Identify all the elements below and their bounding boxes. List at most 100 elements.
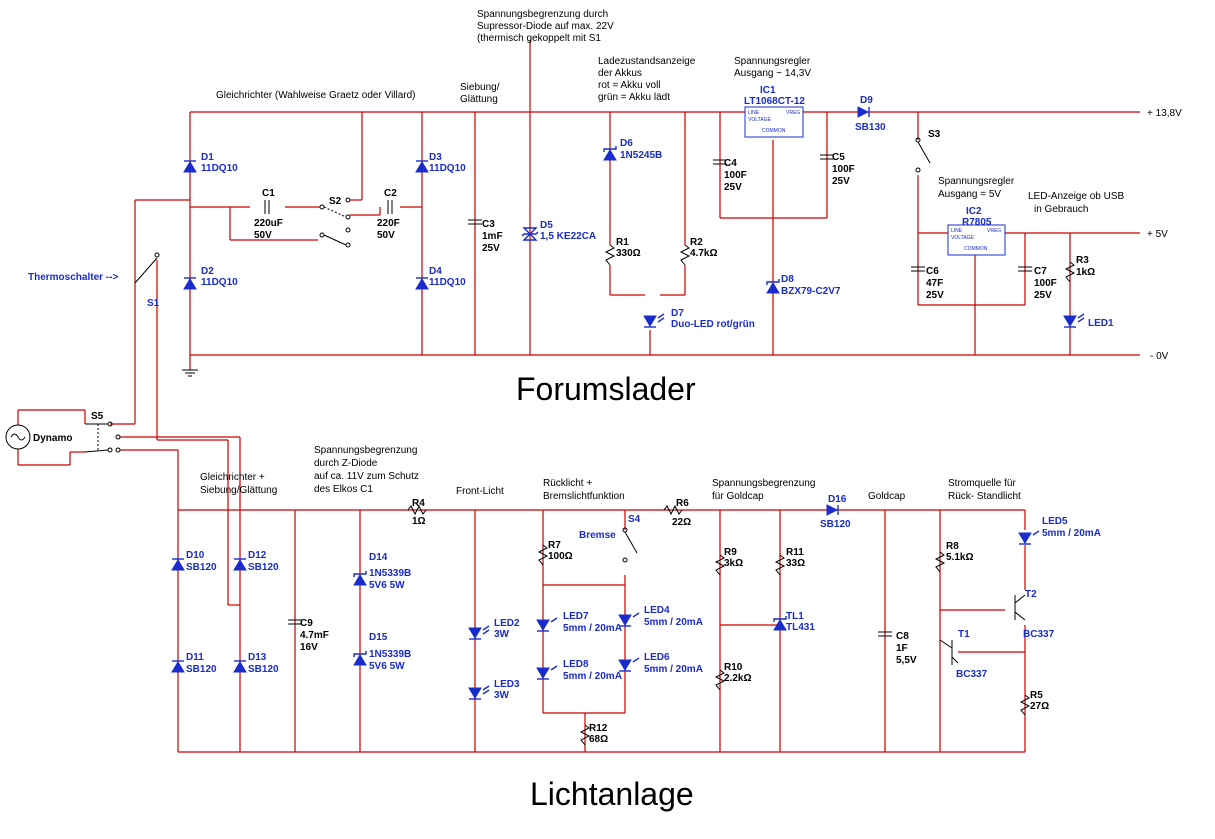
switch-s5-icon: [84, 421, 121, 453]
label-led5-name: LED5: [1042, 516, 1068, 527]
label-r11-name: R11: [786, 547, 804, 558]
diode-d16-icon: [826, 504, 839, 516]
capacitor-c9-icon: [288, 619, 302, 625]
led-d7-icon: [643, 313, 665, 328]
label-ic2-part: R7805: [962, 217, 992, 228]
note-goldcap-limit-2: für Goldcap: [712, 491, 764, 502]
transistor-t2-icon: [1014, 594, 1026, 621]
label-c1-name: C1: [262, 188, 275, 199]
label-r5-name: R5: [1030, 690, 1043, 701]
label-d7-name: D7: [671, 308, 684, 319]
led-7-icon: [536, 617, 558, 632]
label-d4-name: D4: [429, 266, 442, 277]
label-r2-value: 4.7kΩ: [690, 248, 717, 259]
forumslader-wires: [134, 40, 1140, 440]
label-r1-value: 330Ω: [616, 248, 641, 259]
diode-d1-icon: [183, 160, 197, 173]
title-forumslader: Forumslader: [516, 371, 696, 407]
note-gleichrichter-bottom-2: Siebung/Glättung: [200, 485, 277, 496]
diode-d10-icon: [171, 558, 185, 571]
label-led3-name: LED3: [494, 679, 520, 690]
rail-5v-label: + 5V: [1147, 229, 1168, 240]
ic2-box: LINE VOLTAGE VREG COMMON: [947, 224, 1006, 256]
label-led3-part: 3W: [494, 690, 510, 701]
note-zdiode-1: Spannungsbegrenzung: [314, 445, 417, 456]
note-regler-top-1: Spannungsregler: [734, 56, 811, 67]
resistor-r12-icon: [579, 724, 591, 746]
ic1-vreg-pin: VREG: [786, 110, 800, 116]
label-c7-voltage: 25V: [1034, 290, 1052, 301]
note-goldcap-limit-1: Spannungsbegrenzung: [712, 478, 815, 489]
switch-s4-icon: [622, 527, 638, 563]
label-c9-name: C9: [300, 618, 313, 629]
diode-d6-icon: [603, 146, 617, 161]
label-c9-voltage: 16V: [300, 642, 318, 653]
label-c4-name: C4: [724, 158, 737, 169]
diode-d8-icon: [766, 279, 780, 294]
label-c3-name: C3: [482, 219, 495, 230]
label-d16-name: D16: [828, 494, 847, 505]
label-d15-rating: 5V6 5W: [369, 661, 405, 672]
led-symbols: [468, 313, 1085, 700]
note-stromquelle-2: Rück- Standlicht: [948, 491, 1021, 502]
label-r6-name: R6: [676, 498, 689, 509]
led-3-icon: [468, 685, 490, 700]
diode-d13-icon: [233, 660, 247, 673]
resistor-r7-icon: [537, 544, 549, 566]
label-c7-name: C7: [1034, 266, 1047, 277]
transistor-t1-icon: [939, 639, 959, 665]
label-d8-name: D8: [781, 274, 794, 285]
label-s3: S3: [928, 129, 941, 140]
label-r8-value: 5.1kΩ: [946, 552, 973, 563]
label-r2-name: R2: [690, 237, 703, 248]
label-r8-name: R8: [946, 541, 959, 552]
label-c1-value: 220uF: [254, 218, 283, 229]
label-led2-name: LED2: [494, 618, 520, 629]
label-ic2-name: IC2: [966, 206, 982, 217]
label-d2-part: 11DQ10: [201, 277, 238, 288]
label-d10-name: D10: [186, 550, 205, 561]
label-d14-rating: 5V6 5W: [369, 580, 405, 591]
ic2-voltage-pin: VOLTAGE: [951, 235, 975, 241]
label-d2-name: D2: [201, 266, 214, 277]
label-d6-name: D6: [620, 138, 633, 149]
note-gleichrichter-bottom-1: Gleichrichter +: [200, 472, 265, 483]
switch-s3-icon: [915, 137, 931, 173]
label-d15-part: 1N5339B: [369, 649, 411, 660]
led-8-icon: [536, 665, 558, 680]
label-dynamo: Dynamo: [33, 433, 72, 444]
note-ladezustand-3: rot = Akku voll: [598, 80, 661, 91]
diode-d2-icon: [183, 277, 197, 290]
label-led2-part: 3W: [494, 629, 510, 640]
note-ruecklicht-1: Rücklicht +: [543, 478, 592, 489]
note-zdiode-3: auf ca. 11V zum Schutz: [314, 471, 419, 482]
capacitor-c3-icon: [468, 219, 482, 225]
label-led1: LED1: [1088, 318, 1114, 329]
switch-s2-icon: [319, 197, 351, 248]
label-r3-value: 1kΩ: [1076, 267, 1095, 278]
label-c1-voltage: 50V: [254, 230, 272, 241]
label-c4-value: 100F: [724, 170, 747, 181]
label-d1-part: 11DQ10: [201, 163, 238, 174]
dynamo-icon: [5, 424, 31, 450]
capacitor-c6-icon: [911, 266, 925, 272]
label-d6-part: 1N5245B: [620, 150, 662, 161]
label-r7-value: 100Ω: [548, 551, 573, 562]
lichtanlage-wires: [120, 436, 1026, 753]
label-d3-part: 11DQ10: [429, 163, 466, 174]
capacitor-c8-icon: [878, 631, 892, 637]
label-c2-name: C2: [384, 188, 397, 199]
label-r5-value: 27Ω: [1030, 701, 1049, 712]
label-r4-value: 1Ω: [412, 516, 426, 527]
title-lichtanlage: Lichtanlage: [530, 776, 694, 812]
ic1-voltage-pin: VOLTAGE: [748, 117, 772, 123]
label-r12-value: 68Ω: [589, 734, 608, 745]
note-led-usb-1: LED-Anzeige ob USB: [1028, 191, 1124, 202]
label-ic1-name: IC1: [760, 85, 776, 96]
label-c2-voltage: 50V: [377, 230, 395, 241]
label-led8-part: 5mm / 20mA: [563, 671, 622, 682]
label-d12-part: SB120: [248, 562, 279, 573]
note-zdiode-2: durch Z-Diode: [314, 458, 378, 469]
zener-d14-icon: [353, 571, 367, 586]
